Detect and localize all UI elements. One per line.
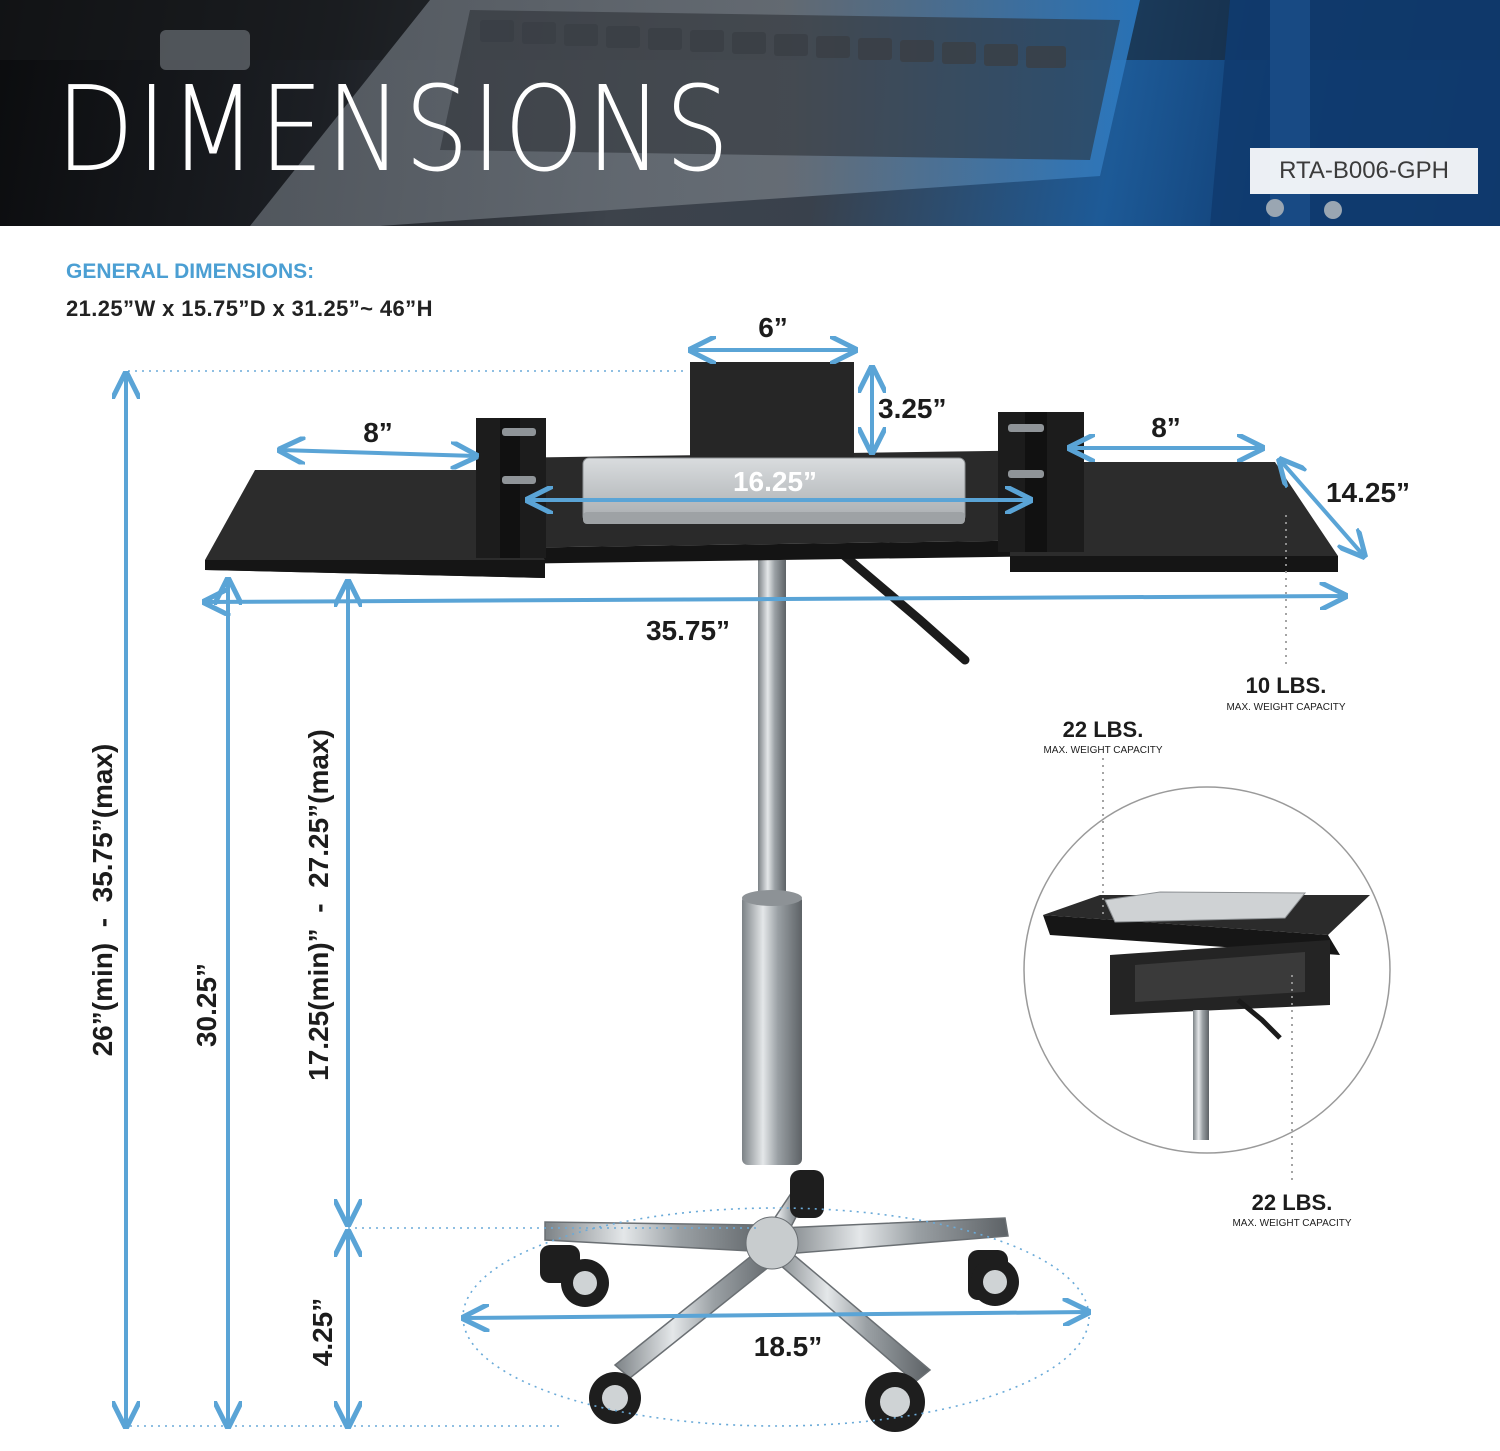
stop-height-label: 3.25”	[878, 393, 947, 424]
dimension-arrows	[126, 350, 1364, 1426]
overall-height-label: 26”(min) - 35.75”(max)	[87, 744, 118, 1057]
caster-height-label: 4.25”	[307, 1298, 338, 1367]
wing-capacity-label: MAX. WEIGHT CAPACITY	[1226, 702, 1345, 713]
base-diameter-label: 18.5”	[754, 1331, 823, 1362]
center-top-width-label: 16.25”	[733, 466, 817, 497]
wing-depth-label: 14.25”	[1326, 477, 1410, 508]
caster-wheels	[540, 1170, 1019, 1432]
right-wing-width-label: 8”	[1151, 412, 1181, 443]
shelf-capacity-label: MAX. WEIGHT CAPACITY	[1232, 1218, 1351, 1229]
left-wing-width-label: 8”	[363, 417, 393, 448]
top-capacity-label: MAX. WEIGHT CAPACITY	[1043, 745, 1162, 756]
laptop-cart-illustration	[205, 362, 1338, 1432]
general-dimensions-value: 21.25”W x 15.75”D x 31.25”~ 46”H	[66, 296, 433, 321]
top-capacity-value: 22 LBS.	[1063, 717, 1144, 742]
table-height-label: 30.25”	[191, 963, 222, 1047]
total-width-label: 35.75”	[646, 615, 730, 646]
model-number-badge: RTA-B006-GPH	[1250, 148, 1478, 194]
general-dimensions-label: GENERAL DIMENSIONS:	[66, 260, 315, 283]
stop-width-label: 6”	[758, 312, 788, 343]
banner-title: DIMENSIONS	[56, 60, 733, 198]
wing-capacity-value: 10 LBS.	[1246, 673, 1327, 698]
shelf-capacity-value: 22 LBS.	[1252, 1190, 1333, 1215]
capacity-leader-lines	[1102, 515, 1293, 1185]
column-height-label: 17.25(min)” - 27.25”(max)	[303, 729, 334, 1081]
shelf-inset-illustration	[1023, 786, 1391, 1154]
header-banner: DIMENSIONS RTA-B006-GPH	[0, 0, 1500, 226]
